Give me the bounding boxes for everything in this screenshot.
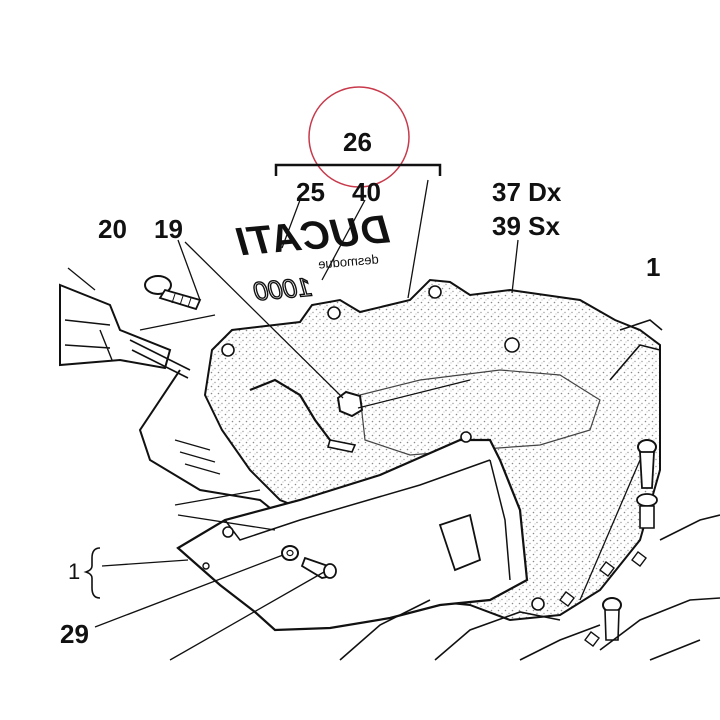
gasket-hole [428,285,442,299]
gasket-hole [327,306,341,320]
wiring-connector [326,439,357,453]
callout-40: 40 [352,177,381,207]
gasket-hole [531,597,545,611]
washer-29 [281,545,299,561]
callout-1-right: 1 [646,252,661,282]
gasket-cutout [359,369,601,456]
right-bolt [636,439,658,529]
lower-right-bolt [602,597,622,641]
callout-20: 20 [98,214,127,244]
screw [300,556,337,579]
callout-1-left: 1 [68,559,81,584]
housing-outline [138,369,286,521]
gasket-hole [504,337,520,353]
bracket-26 [274,163,442,176]
crankcase-bolt-heads [559,551,647,647]
sleeve-tube [59,283,172,370]
callout-37-dx: 37 Dx [492,177,562,207]
side-cover-plate [176,438,529,632]
gasket-hole [221,343,235,357]
callout-39-sx: 39 Sx [492,211,560,241]
brace-1 [83,547,101,599]
lower-cover-arc [339,599,561,661]
leader-lines [67,179,641,661]
side-cover-hole [202,562,210,570]
side-cover-hole [460,431,472,443]
side-cover-fold [224,459,511,581]
callout-19: 19 [154,214,183,244]
side-cover-hole [222,526,234,538]
bolt-20 [144,275,202,311]
housing-fin [174,439,221,475]
ducati-decal-model: 1000 [252,271,314,307]
nut-19 [336,390,364,418]
callout-29: 29 [60,619,89,649]
side-cover-slot [438,513,482,572]
callout-25: 25 [296,177,325,207]
callout-26: 26 [343,127,372,157]
highlight-circle [308,86,410,188]
sleeve-tube-detail [64,319,113,361]
crankcase-outline [519,319,720,661]
